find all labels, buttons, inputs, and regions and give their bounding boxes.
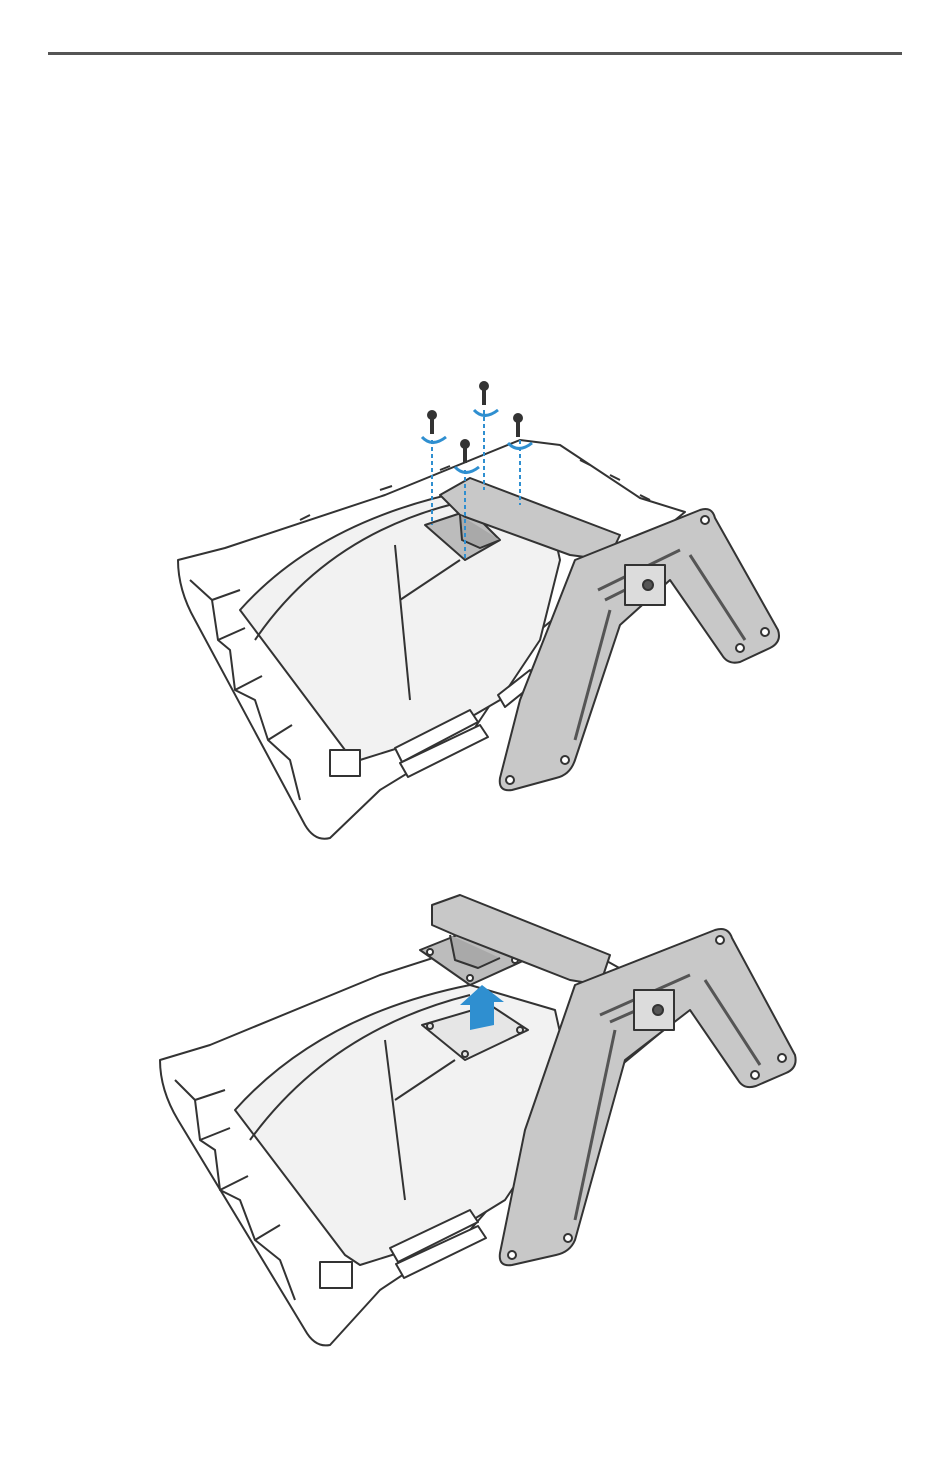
thumb-screw	[653, 1005, 663, 1015]
remove-screws-illustration	[0, 360, 950, 860]
monitor-back-screws-svg	[0, 360, 950, 860]
header-rule	[48, 52, 902, 55]
frame-foot	[330, 750, 360, 776]
lift-stand-illustration	[0, 880, 950, 1360]
thumb-screw	[643, 580, 653, 590]
frame-foot	[320, 1262, 352, 1288]
monitor-back-lift-svg	[0, 880, 950, 1360]
